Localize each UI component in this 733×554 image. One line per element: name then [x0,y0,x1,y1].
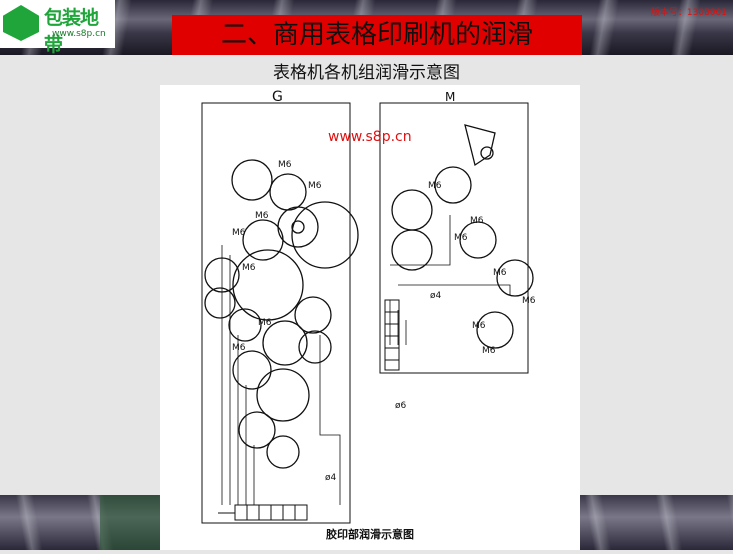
oil-point-label: M6 [493,268,507,278]
unit-m-frame [379,102,529,374]
oil-point-label: M6 [242,263,256,273]
m-distributor [384,299,400,371]
lubrication-diagram: G M www.s8p.cn [160,85,580,550]
m-rollers [391,124,534,349]
oil-point-label: M6 [278,160,292,170]
unit-m-label: M [445,90,455,104]
oil-point-label: M6 [308,181,322,191]
pipe-diameter-label: ø4 [325,473,337,483]
unit-g-frame [201,102,351,524]
oil-point-label: M6 [232,343,246,353]
oil-point-label: M6 [472,321,486,331]
version-label: 版本号：1308001 [650,8,727,18]
diagram-drawing: G M www.s8p.cn [201,89,536,524]
oil-point-label: M6 [428,181,442,191]
oil-point-label: M6 [258,318,272,328]
slide-title: 二、商用表格印刷机的润滑 [172,15,582,55]
pipe-diameter-label: ø6 [395,401,407,411]
logo-icon [3,5,39,41]
g-distributor [218,504,308,521]
logo-name: 包装地带 [44,7,99,56]
oil-point-label: M6 [482,346,496,356]
oil-point-label: M6 [232,228,246,238]
unit-g-label: G [272,89,283,105]
oil-point-label: M6 [470,216,484,226]
g-rollers [204,159,359,469]
logo-url: www.s8p.cn [52,29,106,39]
pipe-diameter-label: ø4 [430,291,442,301]
diagram-caption: 胶印部润滑示意图 [326,528,414,541]
oil-point-label: M6 [522,296,536,306]
watermark: www.s8p.cn [328,129,412,145]
oil-point-label: M6 [454,233,468,243]
slide-subtitle: 表格机各机组润滑示意图 [273,63,460,83]
oil-point-label: M6 [255,211,269,221]
oil-lines [221,215,511,505]
logo: 包装地带 www.s8p.cn [0,0,115,56]
